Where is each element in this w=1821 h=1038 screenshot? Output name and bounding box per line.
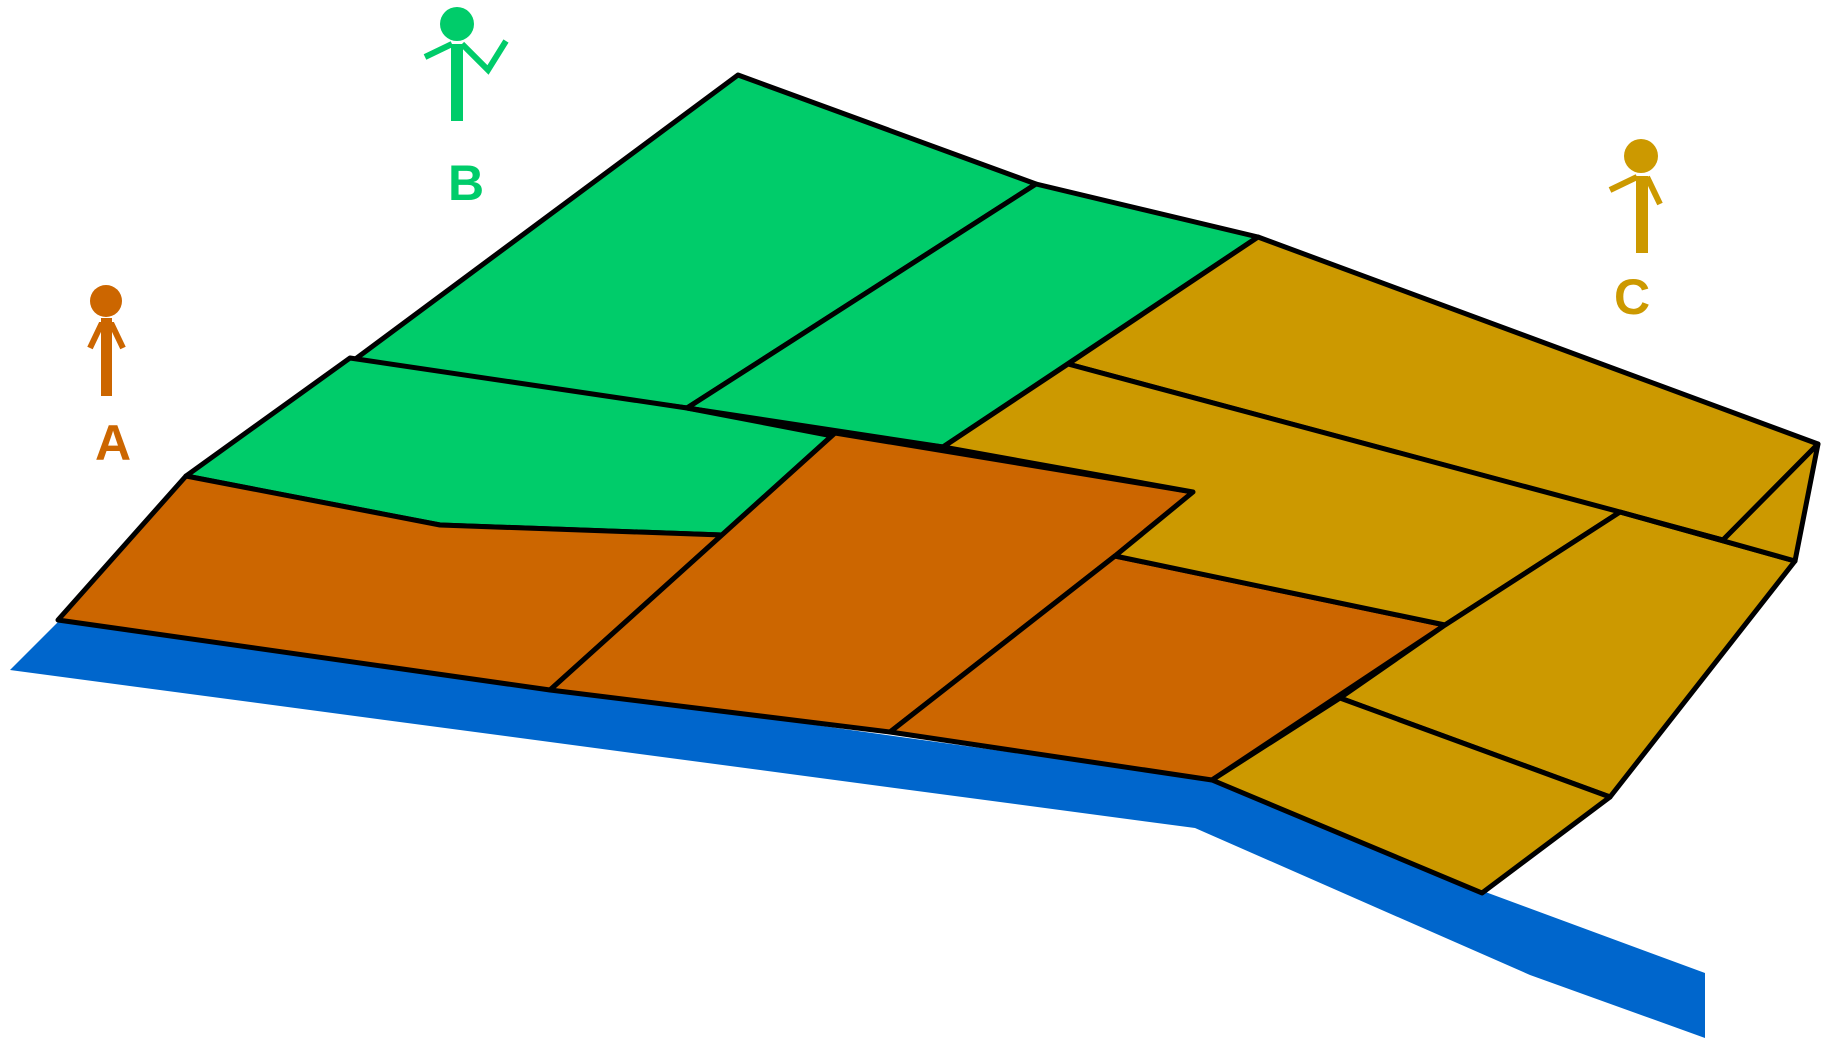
person-c-head bbox=[1624, 139, 1658, 173]
parcel-c-3 bbox=[1337, 509, 1798, 800]
person-b-label: B bbox=[448, 155, 484, 211]
parcel-a-1 bbox=[55, 473, 725, 693]
person-b: B bbox=[423, 7, 509, 211]
person-b-body bbox=[451, 44, 463, 121]
person-c-arm-left bbox=[1608, 174, 1639, 193]
person-c-arm-right bbox=[1644, 175, 1663, 206]
person-a-body bbox=[101, 318, 112, 396]
river bbox=[10, 620, 1705, 1038]
person-b-arm-left bbox=[423, 41, 454, 60]
parcel-c-4 bbox=[1209, 695, 1613, 896]
person-a-head bbox=[90, 285, 122, 317]
person-a-label: A bbox=[95, 415, 131, 471]
person-b-head bbox=[440, 7, 474, 41]
person-a: A bbox=[87, 285, 131, 471]
parcel-c-5 bbox=[1617, 441, 1821, 564]
person-b-arm-right bbox=[459, 39, 509, 75]
person-a-arms bbox=[87, 322, 126, 350]
person-c-label: C bbox=[1614, 269, 1650, 325]
person-c-body bbox=[1636, 176, 1648, 253]
person-c: C bbox=[1608, 139, 1663, 325]
